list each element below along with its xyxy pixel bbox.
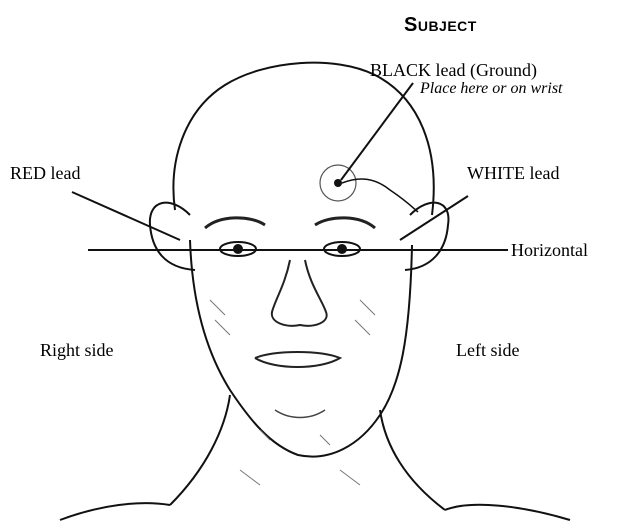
- ground-electrode: [334, 179, 342, 187]
- horizontal-label: Horizontal: [511, 240, 588, 261]
- left-side-label: Left side: [456, 340, 519, 361]
- red-lead-leader: [72, 192, 180, 240]
- neck-right: [380, 410, 445, 510]
- right-eyebrow: [205, 218, 265, 228]
- neck-left: [170, 395, 230, 505]
- ground-wire: [342, 179, 418, 212]
- mouth: [255, 352, 340, 367]
- diagram-title: Subject: [404, 14, 477, 37]
- nose: [272, 260, 327, 326]
- black-lead-note: Place here or on wrist: [420, 80, 563, 98]
- head-outline: [173, 63, 433, 215]
- shoulders: [60, 503, 570, 520]
- white-lead-label: WHITE lead: [467, 163, 559, 184]
- red-lead-label: RED lead: [10, 163, 80, 184]
- chin: [275, 410, 325, 418]
- right-side-label: Right side: [40, 340, 114, 361]
- shading: [210, 300, 375, 485]
- black-lead-leader: [341, 83, 413, 180]
- left-eyebrow: [315, 218, 375, 228]
- black-lead-label: BLACK lead (Ground): [370, 60, 537, 81]
